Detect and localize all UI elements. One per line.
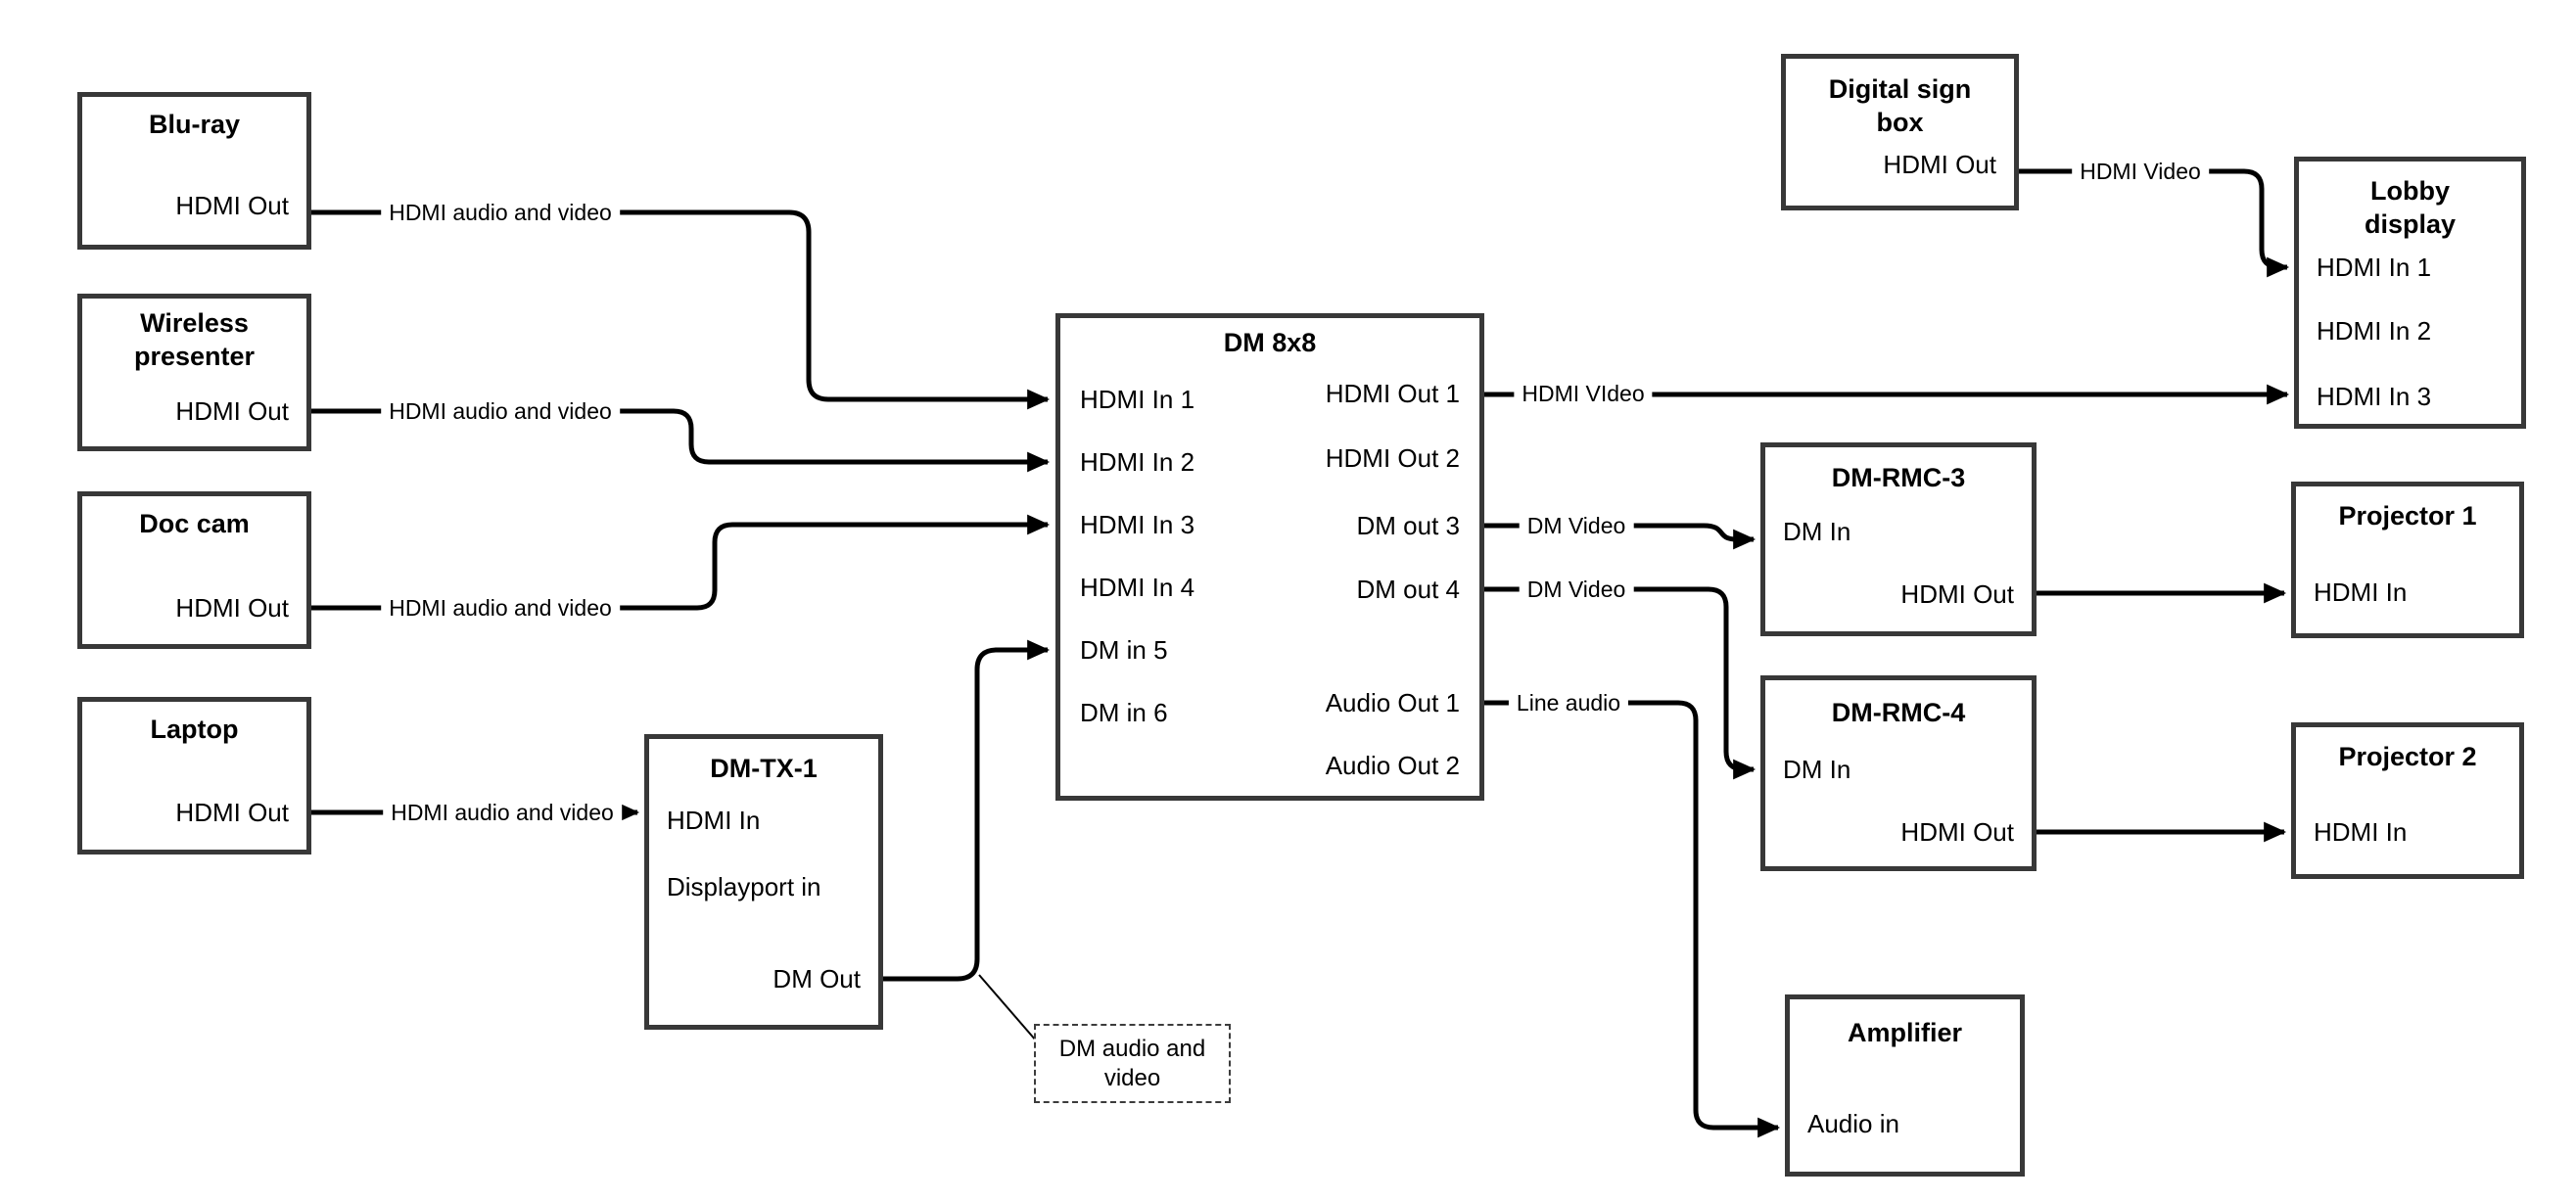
node-dm-rmc-3: DM-RMC-3 DM In HDMI Out <box>1760 442 2037 636</box>
node-wireless-presenter-title: Wireless presenter <box>133 308 256 371</box>
edge-bluray-to-dm8x8-hdmi-in-1 <box>311 209 1051 410</box>
node-dm-rmc-4-port-hdmi-out: HDMI Out <box>1900 817 2014 847</box>
node-dm-rmc-3-title: DM-RMC-3 <box>1831 463 1966 492</box>
connection-label-line-audio: Line audio <box>1508 689 1629 716</box>
node-lobby-display-port-hdmi-in-3: HDMI In 3 <box>2317 382 2432 411</box>
node-dm-8x8-port-dm-in-6: DM in 6 <box>1080 698 1168 727</box>
edge-dm8x8-audio-out-1-to-amplifier-audio-in <box>1484 700 1781 1138</box>
node-lobby-display-title: Lobby display <box>2364 176 2457 239</box>
annotation-text: DM audio and video <box>1058 1035 1206 1091</box>
node-lobby-display-port-hdmi-in-2: HDMI In 2 <box>2317 316 2432 346</box>
node-dm-tx-1-port-hdmi-in: HDMI In <box>667 806 761 835</box>
node-laptop: Laptop HDMI Out <box>77 697 311 855</box>
edge-dm8x8-dm-out-4-to-dm-rmc-4-dm-in <box>1484 586 1756 780</box>
annotation-dm-audio-and-video: DM audio and video <box>1034 1024 1231 1103</box>
node-digital-sign-box-port-hdmi-out: HDMI Out <box>1883 150 1996 179</box>
node-doc-cam-port-hdmi-out: HDMI Out <box>175 593 289 623</box>
node-projector-2: Projector 2 HDMI In <box>2291 722 2524 879</box>
node-dm-rmc-3-port-hdmi-out: HDMI Out <box>1900 579 2014 609</box>
connection-label-dm-video-rmc4: DM Video <box>1519 576 1634 603</box>
node-dm-tx-1-port-dm-out: DM Out <box>773 964 861 993</box>
node-wireless-presenter-port-hdmi-out: HDMI Out <box>175 396 289 426</box>
connection-label-doccam-hdmi-av: HDMI audio and video <box>381 594 620 622</box>
node-dm-8x8-port-hdmi-in-1: HDMI In 1 <box>1080 385 1195 414</box>
node-projector-1-title: Projector 1 <box>2338 501 2477 531</box>
node-dm-8x8-port-hdmi-out-2: HDMI Out 2 <box>1325 443 1460 473</box>
node-bluray: Blu-ray HDMI Out <box>77 92 311 250</box>
connection-label-wireless-hdmi-av: HDMI audio and video <box>381 397 620 425</box>
node-dm-8x8: DM 8x8 HDMI In 1 HDMI In 2 HDMI In 3 HDM… <box>1055 313 1484 801</box>
connection-label-dm-video-rmc3: DM Video <box>1519 512 1634 539</box>
node-dm-8x8-port-dm-out-4: DM out 4 <box>1356 575 1461 604</box>
node-digital-sign-box-title: Digital sign box <box>1828 74 1972 137</box>
node-doc-cam: Doc cam HDMI Out <box>77 491 311 649</box>
node-dm-rmc-4-title: DM-RMC-4 <box>1831 698 1966 727</box>
node-laptop-port-hdmi-out: HDMI Out <box>175 798 289 827</box>
node-dm-tx-1-port-displayport-in: Displayport in <box>667 872 821 901</box>
node-dm-8x8-title: DM 8x8 <box>1223 328 1317 357</box>
connection-label-hdmi-video-digitalsign: HDMI Video <box>2072 158 2209 185</box>
node-amplifier-port-audio-in: Audio in <box>1807 1109 1899 1138</box>
node-dm-tx-1-title: DM-TX-1 <box>710 754 818 783</box>
edge-dm-tx-1-to-dm8x8-dm-in-5 <box>883 639 1051 982</box>
node-bluray-port-hdmi-out: HDMI Out <box>175 191 289 220</box>
node-amplifier-title: Amplifier <box>1847 1018 1963 1047</box>
node-wireless-presenter: Wireless presenter HDMI Out <box>77 294 311 451</box>
node-laptop-title: Laptop <box>150 715 239 744</box>
node-dm-rmc-3-port-dm-in: DM In <box>1783 517 1851 546</box>
connection-label-bluray-hdmi-av: HDMI audio and video <box>381 199 620 226</box>
node-lobby-display: Lobby display HDMI In 1 HDMI In 2 HDMI I… <box>2294 157 2526 429</box>
edge-digital-sign-box-to-lobby-display-hdmi-in-1 <box>2019 168 2290 278</box>
node-digital-sign-box: Digital sign box HDMI Out <box>1781 54 2019 210</box>
node-dm-8x8-port-audio-out-2: Audio Out 2 <box>1325 751 1460 780</box>
node-dm-rmc-4-port-dm-in: DM In <box>1783 755 1851 784</box>
connection-label-hdmi-video-lobby: HDMI VIdeo <box>1514 380 1653 407</box>
node-dm-8x8-port-audio-out-1: Audio Out 1 <box>1325 688 1460 717</box>
node-lobby-display-port-hdmi-in-1: HDMI In 1 <box>2317 253 2432 282</box>
node-dm-8x8-port-hdmi-out-1: HDMI Out 1 <box>1325 379 1460 408</box>
node-projector-1-port-hdmi-in: HDMI In <box>2314 577 2408 607</box>
node-amplifier: Amplifier Audio in <box>1785 994 2025 1177</box>
node-doc-cam-title: Doc cam <box>139 509 250 538</box>
node-projector-1: Projector 1 HDMI In <box>2291 482 2524 638</box>
node-dm-8x8-port-hdmi-in-3: HDMI In 3 <box>1080 510 1195 539</box>
node-bluray-title: Blu-ray <box>148 110 241 139</box>
node-dm-8x8-port-dm-out-3: DM out 3 <box>1356 511 1461 540</box>
node-dm-rmc-4: DM-RMC-4 DM In HDMI Out <box>1760 675 2037 871</box>
connection-label-laptop-hdmi-av: HDMI audio and video <box>383 799 622 826</box>
node-projector-2-title: Projector 2 <box>2338 742 2477 771</box>
node-dm-8x8-port-hdmi-in-2: HDMI In 2 <box>1080 447 1195 477</box>
node-dm-8x8-port-hdmi-in-4: HDMI In 4 <box>1080 573 1195 602</box>
annotation-leader-line <box>978 974 1037 1041</box>
node-projector-2-port-hdmi-in: HDMI In <box>2314 817 2408 847</box>
node-dm-tx-1: DM-TX-1 HDMI In Displayport in DM Out <box>644 734 883 1030</box>
node-dm-8x8-port-dm-in-5: DM in 5 <box>1080 635 1168 665</box>
